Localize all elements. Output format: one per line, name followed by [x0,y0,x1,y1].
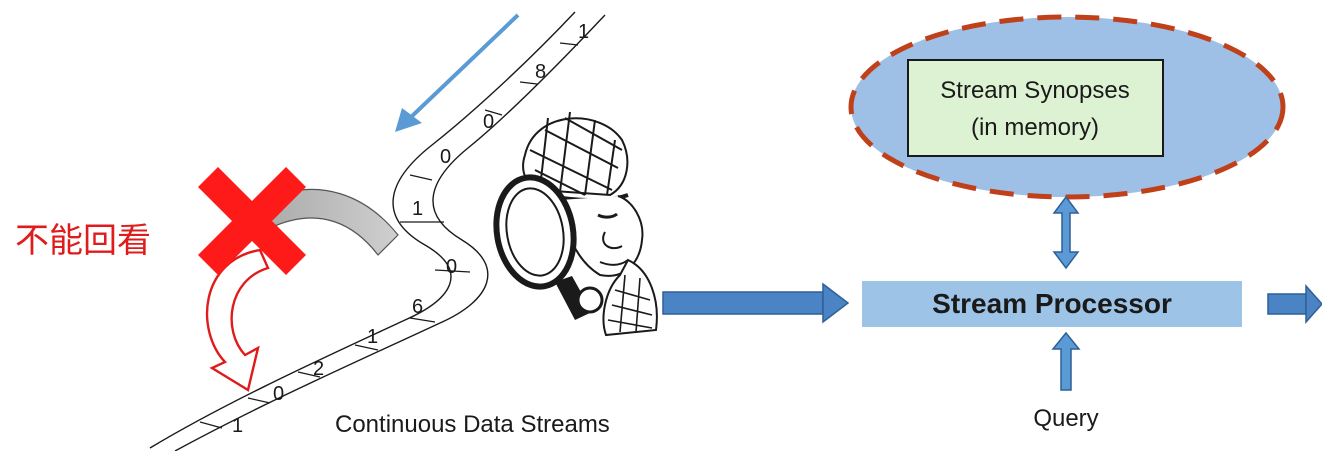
synopses-box [907,59,1164,157]
stream-caption: Continuous Data Streams [335,411,610,438]
stream-tape-ticks [199,42,579,429]
stream-digit: 1 [367,326,378,348]
stream-digit: 6 [412,296,423,318]
stream-digit: 1 [412,198,423,220]
stream-digit: 1 [578,21,589,43]
synopses-title: Stream Synopses [940,77,1129,104]
detective-with-magnifier-icon [493,111,658,337]
synopses-subtitle: (in memory) [971,114,1099,141]
query-label: Query [1033,405,1098,432]
query-arrow [1051,331,1081,391]
stream-digit: 1 [232,415,243,437]
stream-digit: 8 [535,61,546,83]
processor-label: Stream Processor [932,288,1172,319]
no-lookback-arrow-icon [205,188,399,392]
data-stream-tape [149,11,606,451]
stream-digit: 0 [446,256,457,278]
cross-icon [198,167,306,275]
memory-ellipse: Stream Synopses (in memory) [848,14,1286,200]
synopses-processor-link [1052,195,1080,270]
stream-to-processor-arrow [662,282,850,324]
no-lookback-label: 不能回看 [15,221,151,261]
stream-processor: Stream Processor [862,281,1242,327]
output-arrow [1267,284,1322,324]
stream-digit: 0 [483,111,494,133]
stream-digit: 0 [440,146,451,168]
stream-digit: 0 [273,383,284,405]
stream-digit: 2 [313,358,324,380]
stream-direction-arrow [395,13,520,132]
stream-digits: 1 8 0 0 1 0 6 1 2 0 1 [232,21,589,437]
